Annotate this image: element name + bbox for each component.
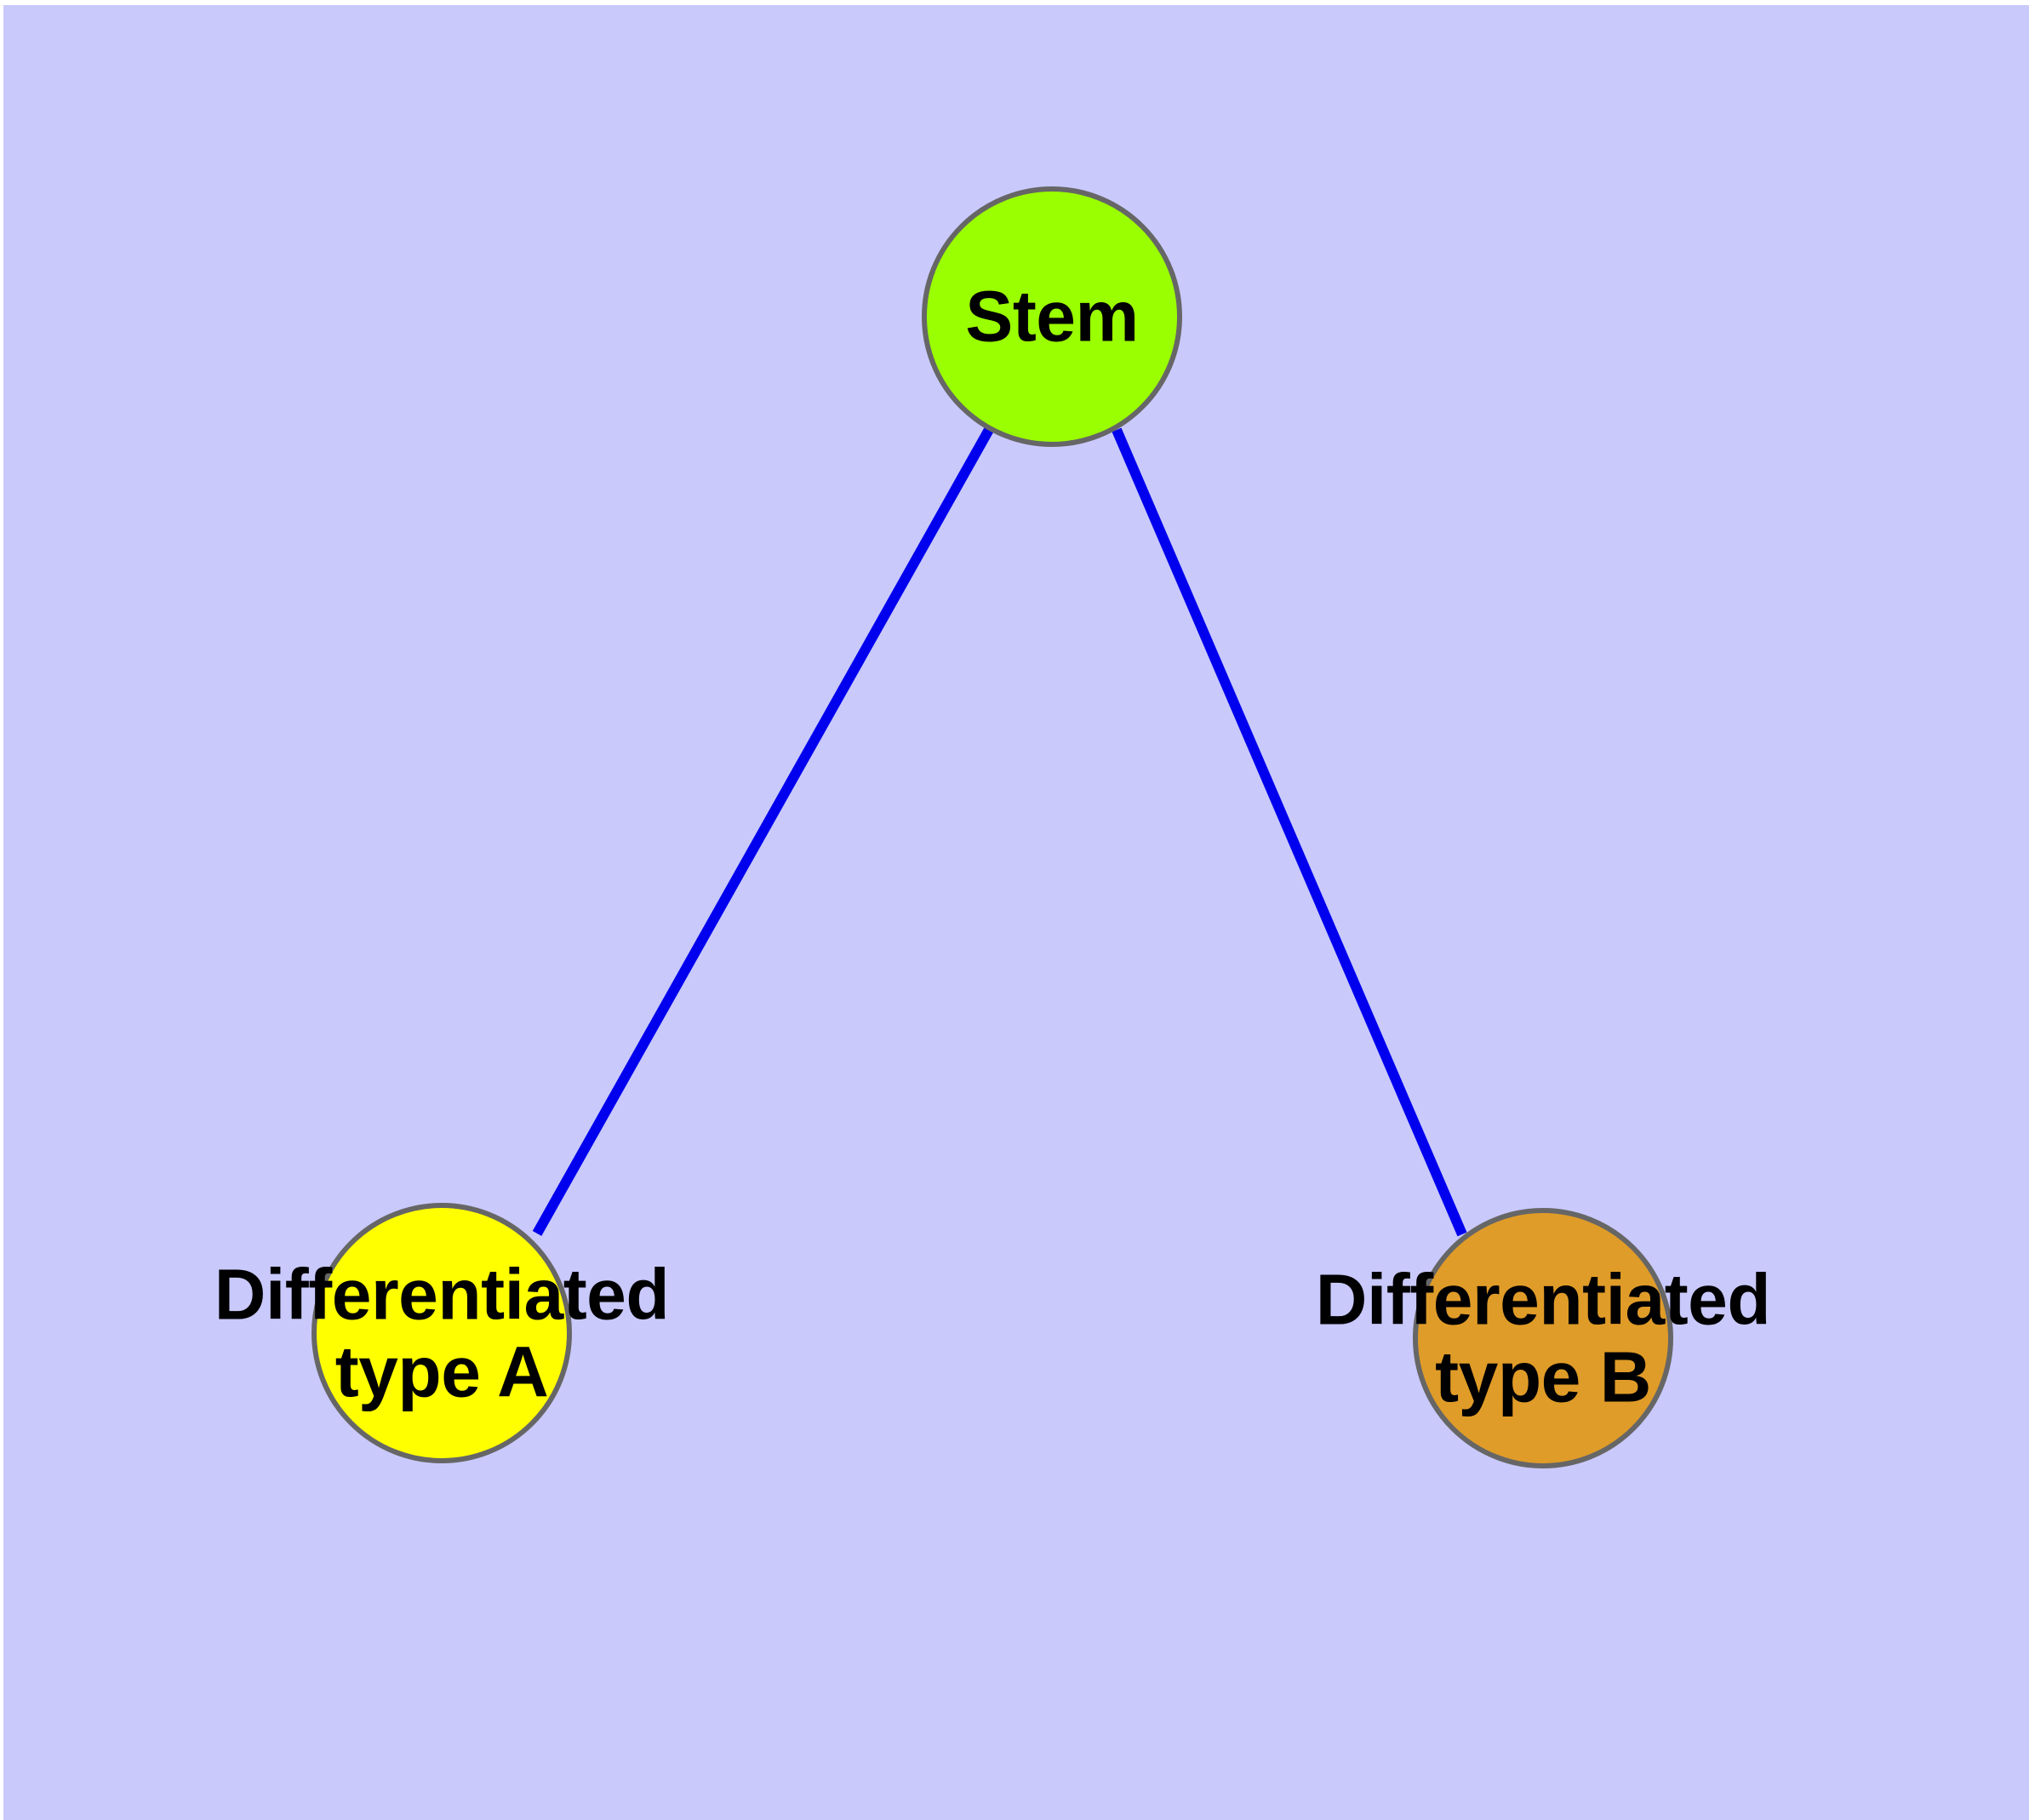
edge-stem-diff-b[interactable]: [1112, 427, 1467, 1237]
node-circle-stem[interactable]: [922, 186, 1182, 447]
nodes-group: [311, 186, 1673, 1468]
edges-group: [532, 426, 1467, 1237]
node-circle-diff-b[interactable]: [1413, 1208, 1673, 1468]
edge-stem-diff-a[interactable]: [532, 426, 995, 1236]
node-circle-diff-a[interactable]: [311, 1203, 572, 1463]
